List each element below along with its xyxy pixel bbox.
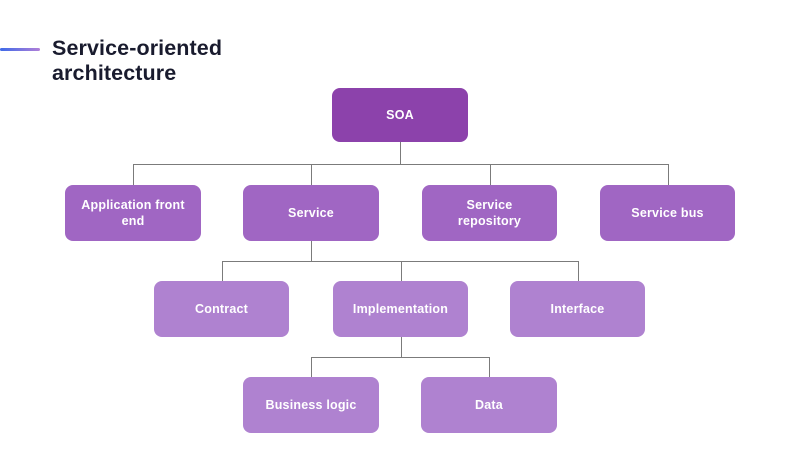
node-application-front-end: Application front end <box>65 185 201 241</box>
connector-line <box>401 337 402 357</box>
connector-line <box>222 261 578 262</box>
accent-line <box>0 48 40 51</box>
node-implementation: Implementation <box>333 281 468 337</box>
node-interface: Interface <box>510 281 645 337</box>
connector-line <box>222 261 223 281</box>
node-service: Service <box>243 185 379 241</box>
connector-line <box>489 357 490 377</box>
connector-line <box>133 164 134 185</box>
page-title: Service-oriented architecture <box>52 36 223 85</box>
connector-line <box>490 164 491 185</box>
connector-line <box>578 261 579 281</box>
connector-line <box>400 142 401 164</box>
connector-line <box>311 164 312 185</box>
connector-line <box>311 357 489 358</box>
node-service-repository: Service repository <box>422 185 557 241</box>
connector-line <box>133 164 668 165</box>
connector-line <box>311 241 312 261</box>
connector-line <box>401 261 402 281</box>
node-contract: Contract <box>154 281 289 337</box>
node-service-bus: Service bus <box>600 185 735 241</box>
node-data: Data <box>421 377 557 433</box>
node-business-logic: Business logic <box>243 377 379 433</box>
connector-line <box>311 357 312 377</box>
node-soa: SOA <box>332 88 468 142</box>
connector-line <box>668 164 669 185</box>
